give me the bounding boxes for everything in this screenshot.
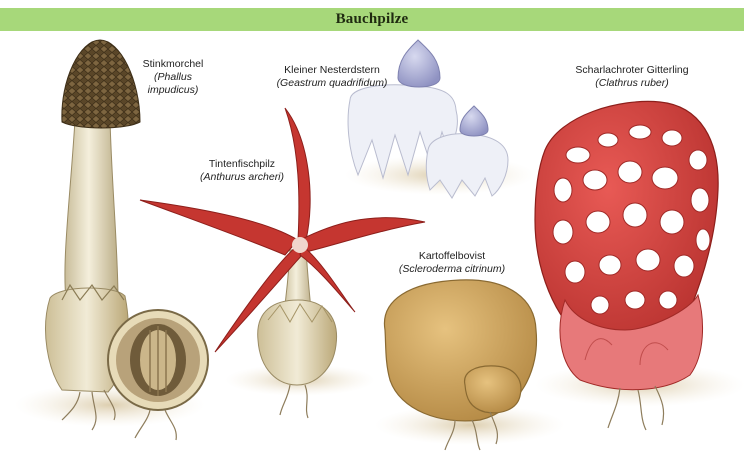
label-gitterling: Scharlachroter Gitterling (Clathrus rube… [552, 64, 712, 90]
tintenfischpilz-arm-lower-right [299, 244, 356, 313]
tintenfischpilz-arm-lower-left [214, 244, 303, 353]
label-kartoffelbovist-common: Kartoffelbovist [418, 250, 486, 262]
kartoffelbovist-small [464, 365, 522, 414]
nesterdstern-small-rays [425, 133, 509, 199]
kartoffelbovist-drawing [383, 279, 538, 451]
label-tintenfischpilz: Tintenfischpilz (Anthurus archeri) [182, 158, 302, 184]
stinkmorchel-drawing [45, 39, 209, 441]
ground-shadow-kartoffelbovist [375, 405, 565, 445]
tintenfischpilz-egg [257, 299, 338, 386]
label-nesterdstern-common: Kleiner Nesterdstern [284, 64, 380, 76]
nesterdstern-drawing [347, 39, 509, 199]
label-gitterling-common: Scharlachroter Gitterling [575, 64, 689, 76]
label-nesterdstern-latin: (Geastrum quadrifidum) [276, 77, 388, 89]
label-stinkmorchel: Stinkmorchel (Phallus impudicus) [118, 58, 228, 97]
label-stinkmorchel-common: Stinkmorchel [142, 58, 204, 70]
gitterling-volva [559, 293, 704, 391]
tintenfischpilz-arm-left [139, 199, 299, 256]
page-title: Bauchpilze [335, 11, 409, 27]
label-gitterling-latin: (Clathrus ruber) [595, 77, 669, 89]
stinkmorchel-stem [64, 119, 119, 301]
label-tintenfischpilz-common: Tintenfischpilz [208, 158, 276, 170]
tintenfischpilz-arm-right [299, 217, 426, 253]
label-kartoffelbovist-latin: (Scleroderma citrinum) [398, 263, 506, 275]
stinkmorchel-cap [61, 39, 141, 129]
title-banner: Bauchpilze [0, 8, 744, 31]
label-stinkmorchel-latin-2: impudicus) [147, 84, 199, 96]
nesterdstern-large-sac [397, 39, 441, 88]
label-tintenfischpilz-latin: (Anthurus archeri) [199, 171, 285, 183]
label-kartoffelbovist: Kartoffelbovist (Scleroderma citrinum) [382, 250, 522, 276]
label-stinkmorchel-latin-1: (Phallus [154, 71, 192, 83]
gitterling-drawing [534, 100, 719, 431]
label-nesterdstern: Kleiner Nesterdstern (Geastrum quadrifid… [262, 64, 402, 90]
tintenfischpilz-arm-top [284, 107, 311, 241]
tintenfischpilz-drawing [139, 107, 426, 419]
nesterdstern-small-sac [459, 105, 489, 137]
